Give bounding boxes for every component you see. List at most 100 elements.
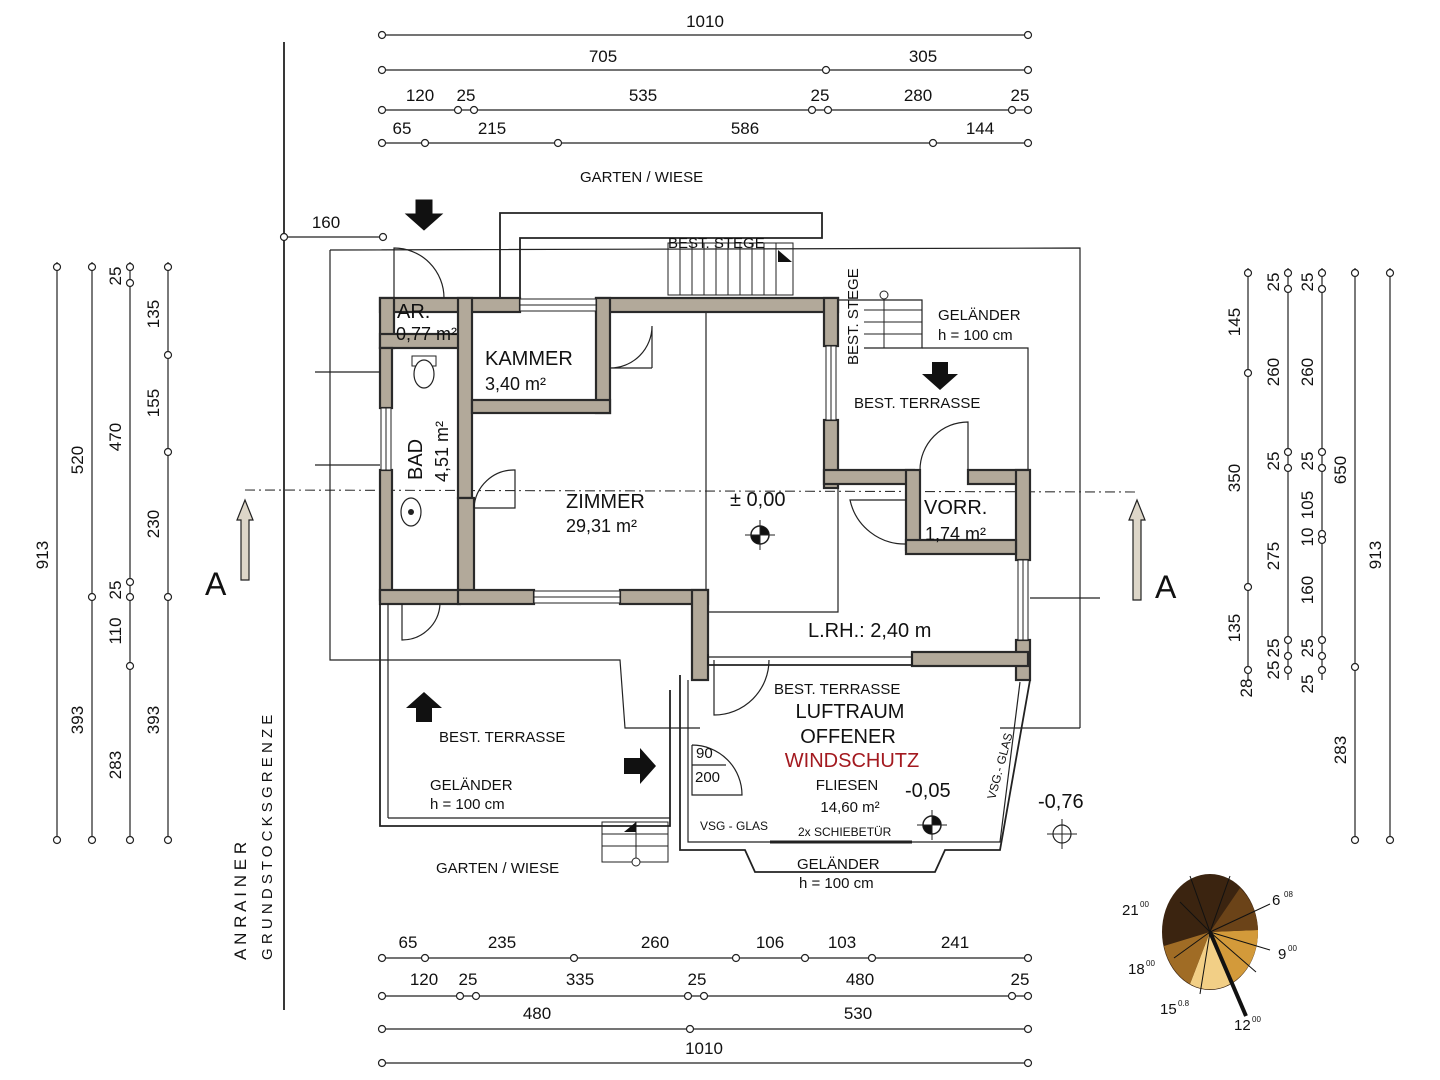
level-minus076-label: -0,76 — [1038, 791, 1084, 813]
gelaender-top-label: GELÄNDER — [938, 307, 1021, 324]
windschutz-label: WINDSCHUTZ — [785, 750, 919, 772]
room-vorr-name: VORR. — [924, 497, 987, 519]
dim-text: 65 — [399, 933, 418, 952]
dim-text: 25 — [811, 86, 830, 105]
sun-minute: 0.8 — [1178, 999, 1190, 1008]
dim-text: 283 — [1331, 736, 1350, 764]
dim-text: 25 — [1011, 970, 1030, 989]
room-zimmer-name: ZIMMER — [566, 491, 645, 513]
level-marker-icon — [917, 810, 947, 840]
dimension-chain-left: 913 520 393 25 470 25 110 283 135 155 23… — [33, 262, 173, 845]
room-ar-name: AR. — [397, 301, 430, 323]
bath-fixtures — [400, 355, 437, 527]
walls — [378, 296, 1032, 682]
arrow-down-icon — [404, 199, 444, 231]
dim-text: 215 — [478, 119, 506, 138]
dim-text: 470 — [106, 423, 125, 451]
sun-hour: 12 — [1234, 1017, 1251, 1034]
dim-text: 25 — [1298, 639, 1317, 658]
dimension-chain-top: 1010 705 305 120 25 535 25 280 25 65 215… — [377, 12, 1033, 148]
dim-text: 25 — [106, 581, 125, 600]
dim-text: 393 — [144, 706, 163, 734]
stairs-top: BEST. STEGE — [499, 212, 823, 300]
dim-text: 160 — [1298, 576, 1317, 604]
dim-text: 120 — [406, 86, 434, 105]
sun-hour: 9 — [1278, 946, 1286, 963]
garten-bottom-label: GARTEN / WIESE — [436, 860, 559, 877]
sun-minute: 00 — [1252, 1015, 1261, 1024]
dim-text: 25 — [1264, 273, 1283, 292]
dim-text: 65 — [393, 119, 412, 138]
dim-text: 25 — [1298, 675, 1317, 694]
dim-text: 144 — [966, 119, 994, 138]
dim-text: 350 — [1225, 464, 1244, 492]
dim-text: 535 — [629, 86, 657, 105]
terrace-luftraum: BEST. TERRASSE LUFTRAUM OFFENER WINDSCHU… — [679, 654, 1031, 873]
windows — [315, 298, 1100, 641]
stairs-side: BEST. STEGE GELÄNDER h = 100 cm — [838, 268, 1029, 470]
dim-text: 393 — [68, 706, 87, 734]
best-stege-top-label: BEST. STEGE — [668, 235, 765, 252]
section-arrow-right — [1128, 498, 1146, 601]
dim-text: 106 — [756, 933, 784, 952]
dim-text: 230 — [144, 510, 163, 538]
dim-text: 145 — [1225, 308, 1244, 336]
dim-text: 105 — [1298, 491, 1317, 519]
dim-text: 260 — [641, 933, 669, 952]
dim-text: 28 — [1237, 679, 1256, 698]
arrow-up-icon — [406, 692, 442, 722]
dim-text: 25 — [1298, 452, 1317, 471]
doors — [393, 247, 969, 796]
dim-text: 25 — [688, 970, 707, 989]
railing-bottom: GELÄNDER h = 100 cm — [797, 856, 880, 892]
gelaender-bottom-label: GELÄNDER — [797, 856, 880, 873]
room-labels: AR. 0,77 m² KAMMER 3,40 m² BAD 4,51 m² Z… — [396, 301, 987, 642]
sun-minute: 00 — [1288, 944, 1297, 953]
level-zero-label: ± 0,00 — [730, 489, 785, 511]
dimension-ticks-top — [377, 30, 1033, 148]
dim-text: 160 — [312, 213, 340, 232]
level-markers: ± 0,00 -0,05 -0,76 — [730, 489, 1084, 849]
dim-text: 480 — [523, 1004, 551, 1023]
vsg-glas-bottom: VSG - GLAS — [700, 819, 768, 833]
room-ar-area: 0,77 m² — [396, 324, 457, 344]
dim-text: 10 — [1298, 528, 1317, 547]
dim-text: 135 — [1225, 614, 1244, 642]
sun-diagram: 21 00 6 08 9 00 12 00 15 0.8 18 00 — [1122, 874, 1297, 1034]
dim-text: 913 — [1366, 541, 1385, 569]
dim-text: 155 — [144, 389, 163, 417]
door-height: 200 — [695, 769, 720, 786]
dim-text: 25 — [459, 970, 478, 989]
dim-text: 480 — [846, 970, 874, 989]
section-label-right: A — [1155, 569, 1177, 605]
dim-text: 25 — [106, 267, 125, 286]
sun-hour: 15 — [1160, 1001, 1177, 1018]
dim-text: 305 — [909, 47, 937, 66]
dim-text: 110 — [106, 617, 125, 644]
level-minus005-label: -0,05 — [905, 780, 951, 802]
grenze-label-1: A N R A I N E R — [231, 842, 250, 960]
dimension-chain-right: 145 350 135 28 25 260 25 275 25 25 25 10… — [1225, 268, 1395, 845]
dim-text: 241 — [941, 933, 969, 952]
dimension-ticks-left — [52, 262, 173, 845]
section-arrow-left — [236, 498, 254, 581]
gelaender-top-height: h = 100 cm — [938, 327, 1013, 344]
dim-text: 25 — [1264, 639, 1283, 658]
dim-text: 120 — [410, 970, 438, 989]
sun-minute: 08 — [1284, 890, 1293, 899]
dimension-ticks-right — [1243, 268, 1395, 845]
dim-text: 520 — [68, 446, 87, 474]
gelaender-left-label: GELÄNDER — [430, 777, 513, 794]
best-terrasse-right-label: BEST. TERRASSE — [854, 395, 980, 412]
dim-text: 25 — [1011, 86, 1030, 105]
sun-minute: 00 — [1146, 959, 1155, 968]
level-marker-icon — [745, 520, 775, 550]
terrace-right: BEST. TERRASSE — [854, 395, 980, 412]
gelaender-left-height: h = 100 cm — [430, 796, 505, 813]
best-terrasse-bottom-label: BEST. TERRASSE — [774, 681, 900, 698]
best-terrasse-left-label: BEST. TERRASSE — [439, 729, 565, 746]
room-kammer-name: KAMMER — [485, 348, 573, 370]
room-zimmer-area: 29,31 m² — [566, 516, 637, 536]
dim-text: 913 — [33, 541, 52, 569]
sun-hour: 18 — [1128, 961, 1145, 978]
